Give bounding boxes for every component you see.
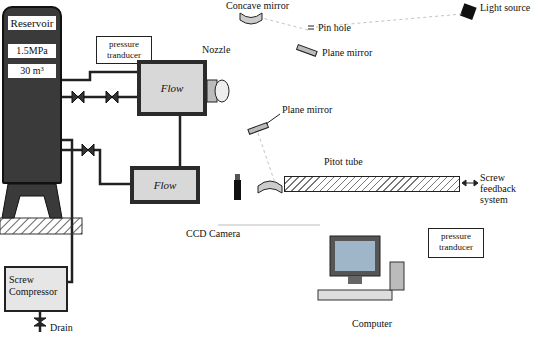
pin-hole: [308, 26, 314, 29]
pitot-tube: Pitot tube: [284, 156, 460, 196]
leader-line: [266, 114, 280, 124]
part-label: Plane mirror: [282, 104, 332, 115]
tube-body: [284, 176, 460, 192]
pipe-connector: [179, 116, 182, 166]
part-label: Screw feedback system: [480, 172, 532, 205]
plane-mirror: [297, 45, 318, 57]
node-text: 30 m³: [8, 64, 56, 78]
computer: [318, 236, 404, 300]
reservoir-tank: Reservoir 1.5MPa 30 m³: [2, 6, 62, 184]
light-source: [460, 3, 477, 20]
node-text: Flow: [161, 82, 184, 94]
pressure-transducer: pressure tranducer: [428, 228, 484, 258]
part-label: Light source: [480, 2, 530, 13]
node-text: pressure tranducer: [100, 39, 148, 61]
concave-mirror: [258, 181, 282, 193]
signal-line: [218, 225, 320, 226]
node-text: Pitot tube: [324, 156, 460, 168]
pipe-connector: [62, 140, 72, 282]
part-label: Drain: [50, 322, 73, 333]
ccd-camera: [234, 174, 241, 200]
part-label: Plane mirror: [322, 47, 372, 58]
part-label: Computer: [352, 318, 392, 329]
node-text: Screw Compressor: [9, 274, 63, 298]
plane-mirror: [248, 123, 269, 135]
node-text: 1.5MPa: [8, 44, 56, 58]
pipe: [62, 72, 137, 80]
concave-mirror: [240, 13, 262, 24]
double-arrow: [462, 180, 478, 186]
node-text: Flow: [154, 179, 177, 191]
reservoir-stand: [0, 184, 82, 234]
part-label: Concave mirror: [226, 0, 289, 11]
part-label: Nozzle: [202, 44, 230, 55]
compressor-box: Screw Compressor: [4, 266, 68, 312]
node-text: pressure tranducer: [432, 231, 480, 253]
part-label: CCD Camera: [186, 228, 240, 239]
light-path: [258, 14, 462, 183]
nozzle: [207, 80, 229, 102]
part-label: Pin hole: [318, 22, 351, 33]
drain-pipe: [39, 312, 42, 332]
test-section: Flow: [137, 60, 207, 116]
test-section: Flow: [130, 166, 200, 204]
node-text: Reservoir: [8, 16, 56, 30]
